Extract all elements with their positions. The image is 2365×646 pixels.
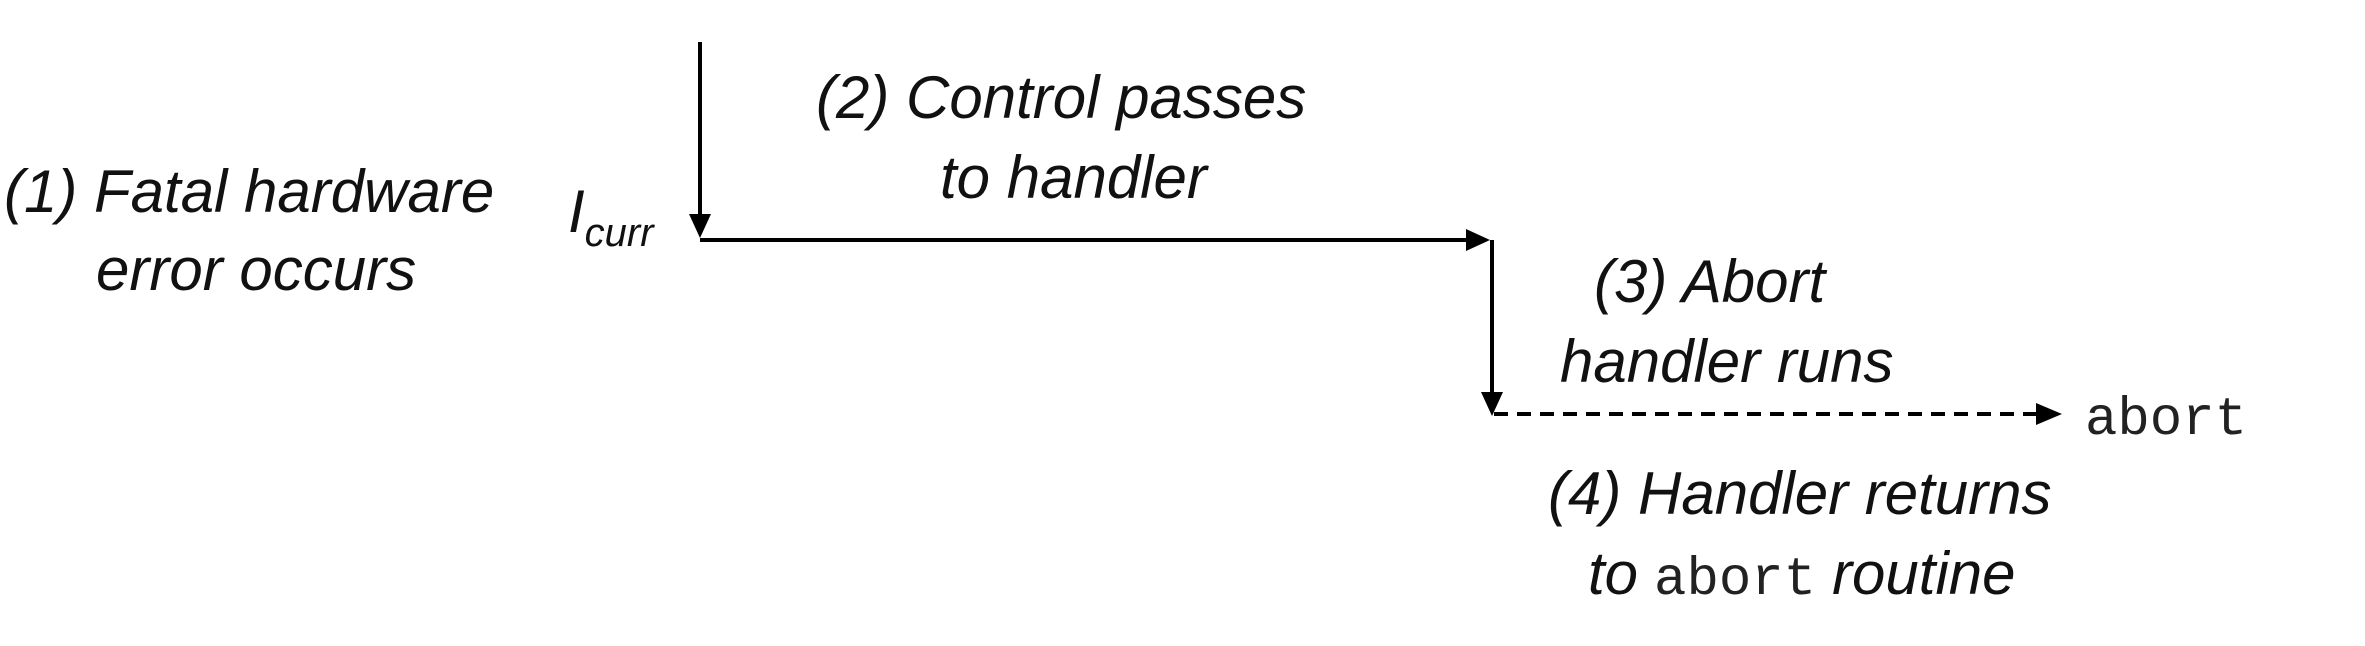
step1-label-line1: (1) Fatal hardware — [4, 158, 494, 225]
step2-label-line2: to handler — [940, 144, 1209, 211]
handler-run-arrowhead — [1481, 392, 1503, 416]
program-flow-arrowhead — [689, 214, 711, 238]
step2-label-line1: (2) Control passes — [816, 64, 1306, 131]
control-transfer-arrowhead — [1466, 229, 1490, 251]
step3-label-line2: handler runs — [1560, 328, 1894, 395]
step4-label-line1: (4) Handler returns — [1548, 460, 2052, 527]
step3-label-line1: (3) Abort — [1594, 248, 1828, 315]
current-instruction-label: Icurr — [568, 178, 655, 255]
abort-target-label: abort — [2085, 390, 2247, 451]
return-to-abort-arrowhead — [2036, 403, 2062, 425]
step1-label-line2: error occurs — [96, 236, 416, 303]
